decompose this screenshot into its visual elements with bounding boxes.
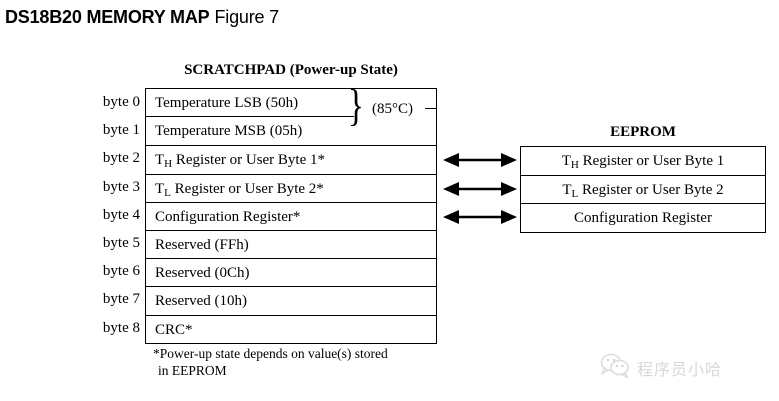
byte-label: byte 5 [102, 234, 140, 251]
tl-register-label: T [562, 182, 572, 199]
scratchpad-row-byte3: TL Register or User Byte 2* [146, 173, 436, 202]
tl-register-label: T [155, 180, 165, 197]
eeprom-row-tl: TL Register or User Byte 2 [521, 175, 765, 203]
scratchpad-row-text: TL Register or User Byte 2* [155, 180, 324, 199]
page-title: DS18B20 MEMORY MAP Figure 7 [5, 6, 279, 28]
scratchpad-row-text: Temperature MSB (05h) [155, 123, 303, 140]
subscript-l: L [571, 188, 579, 201]
subscript-h: H [164, 158, 173, 171]
row-suffix-text: Register or User Byte 2 [578, 182, 724, 199]
scratchpad-table: Temperature LSB (50h) Temperature MSB (0… [145, 88, 437, 344]
byte-label: byte 7 [102, 291, 140, 308]
scratchpad-row-text: CRC* [155, 321, 193, 338]
footnote-line-1: *Power-up state depends on value(s) stor… [153, 346, 388, 361]
th-register-label: T [561, 153, 571, 169]
scratchpad-row-text: Reserved (FFh) [155, 236, 249, 253]
scratchpad-row-text: TH Register or User Byte 1* [155, 152, 326, 171]
scratchpad-row-text: Reserved (0Ch) [155, 265, 250, 282]
subscript-l: L [164, 186, 171, 199]
eeprom-row-th: TH Register or User Byte 1 [521, 147, 765, 175]
row-suffix-text: Register or User Byte 2* [170, 180, 324, 197]
byte-label: byte 6 [102, 263, 140, 280]
scratchpad-row-text: Temperature LSB (50h) [155, 95, 299, 111]
temperature-leader-dash [425, 108, 436, 109]
footnote: *Power-up state depends on value(s) stor… [153, 346, 453, 379]
temperature-annotation: (85°C) [372, 101, 413, 117]
byte-label: byte 0 [102, 94, 140, 110]
scratchpad-row-byte2: TH Register or User Byte 1* [146, 145, 436, 173]
byte-label: byte 4 [102, 206, 140, 223]
scratchpad-row-text: Configuration Register* [155, 208, 301, 225]
scratchpad-row-byte1: Temperature MSB (05h) [145, 116, 436, 145]
row-suffix-text: Register or User Byte 1* [172, 152, 326, 169]
scratchpad-heading: SCRATCHPAD (Power-up State) [184, 62, 398, 78]
watermark: 程序员小哈 [600, 352, 722, 383]
connector-arrow-th [443, 152, 517, 168]
footnote-line-2: in EEPROM [158, 362, 227, 378]
eeprom-row-text: TH Register or User Byte 1 [561, 153, 725, 171]
eeprom-row-text: Configuration Register [574, 210, 712, 227]
scratchpad-row-byte4: Configuration Register* [146, 201, 436, 230]
double-arrow-icon [443, 210, 517, 224]
th-register-label: T [155, 152, 165, 169]
eeprom-row-text: TL Register or User Byte 2 [562, 182, 724, 201]
byte-label-column: byte 0 byte 1 byte 2 byte 3 byte 4 byte … [80, 88, 140, 342]
eeprom-row-config: Configuration Register [521, 203, 765, 231]
row-suffix-text: Register or User Byte 1 [578, 153, 725, 169]
double-arrow-icon [443, 153, 517, 167]
scratchpad-row-byte0: Temperature LSB (50h) [146, 89, 436, 117]
double-arrow-icon [443, 182, 517, 196]
eeprom-heading: EEPROM [610, 124, 676, 140]
scratchpad-row-byte6: Reserved (0Ch) [146, 258, 436, 286]
temperature-brace: } [348, 81, 364, 130]
scratchpad-row-byte8: CRC* [146, 314, 436, 343]
byte-label: byte 1 [102, 122, 140, 139]
connector-arrow-tl [443, 181, 517, 197]
byte-label: byte 3 [102, 178, 140, 195]
title-figure-text: Figure 7 [214, 7, 279, 27]
watermark-text: 程序员小哈 [637, 359, 723, 379]
scratchpad-row-text: Reserved (10h) [155, 293, 248, 310]
byte-label: byte 8 [102, 319, 140, 336]
scratchpad-row-byte5: Reserved (FFh) [146, 229, 436, 258]
connector-arrow-config [443, 209, 517, 225]
title-main-text: DS18B20 MEMORY MAP [5, 7, 210, 27]
byte-label: byte 2 [102, 150, 140, 167]
chat-bubble-icon [600, 352, 630, 383]
subscript-h: H [570, 159, 579, 171]
eeprom-table: TH Register or User Byte 1 TL Register o… [520, 146, 766, 233]
scratchpad-row-byte7: Reserved (10h) [146, 286, 436, 314]
